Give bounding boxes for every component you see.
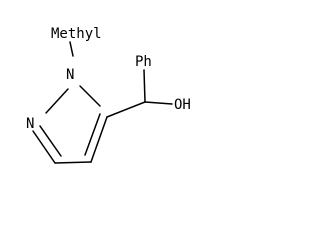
bond-ch-oh: [144, 101, 173, 105]
bond-c4-c5: [90, 116, 108, 163]
bond-n2-c3: [32, 130, 56, 164]
atom-n1: N: [66, 67, 74, 83]
bond-n1-c5: [79, 85, 101, 107]
bond-c3-c4: [54, 161, 92, 164]
atom-n2: N: [26, 116, 34, 132]
bond-ch-ph: [143, 69, 146, 103]
bond-n2-c3-double: [39, 125, 62, 157]
bond-c4-c5-double: [84, 113, 101, 156]
chemical-structure: Methyl N N Ph OH: [26, 26, 191, 164]
methyl-label: Methyl: [51, 26, 102, 42]
hydroxyl-label: OH: [174, 97, 191, 113]
methyl-bond: [69, 41, 74, 57]
bond-c5-ch: [106, 101, 146, 118]
bond-n1-n2: [45, 88, 69, 114]
phenyl-label: Ph: [135, 54, 152, 70]
